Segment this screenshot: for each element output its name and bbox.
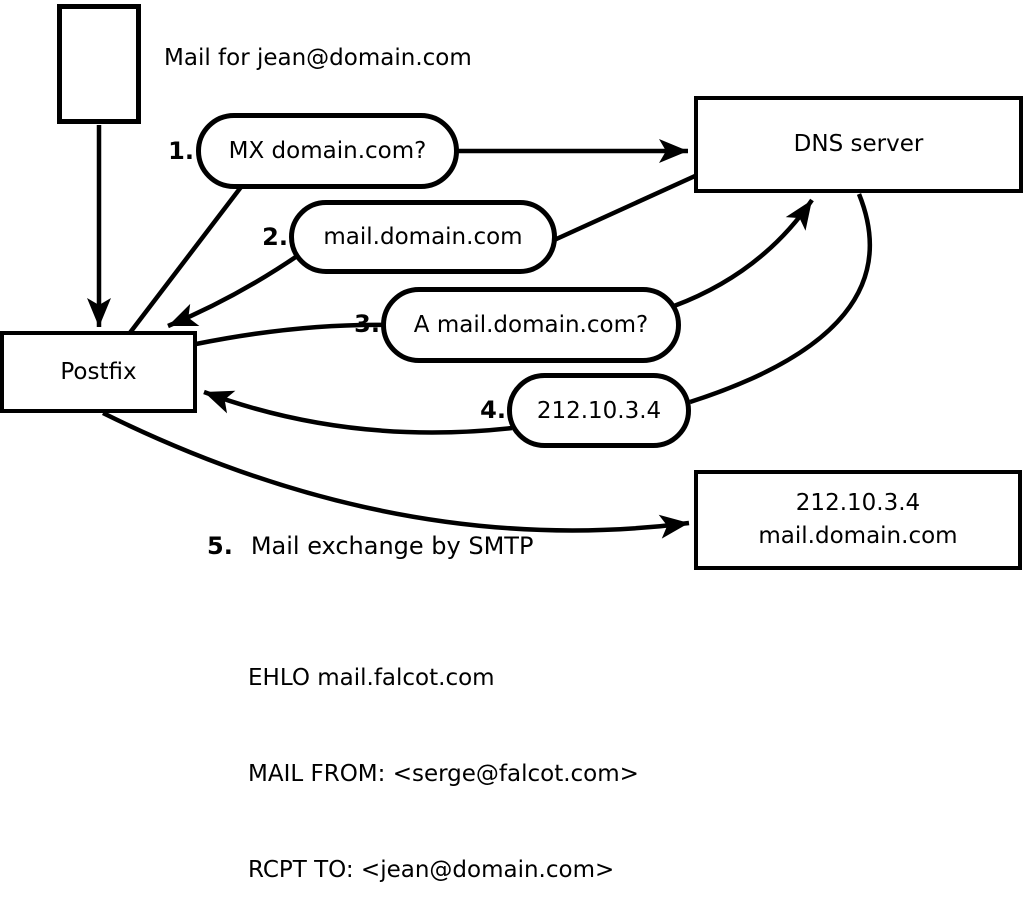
step-4-number: 4.	[480, 396, 506, 424]
query-pill-a-record: A mail.domain.com?	[381, 287, 681, 363]
step-5-caption: 5. Mail exchange by SMTP	[207, 532, 533, 560]
mail-server-node: 212.10.3.4 mail.domain.com	[694, 470, 1022, 570]
mail-envelope-node	[57, 4, 141, 124]
line-dns-to-pill2	[551, 173, 696, 244]
dns-server-node: DNS server	[694, 96, 1023, 193]
step-1-number: 1.	[168, 137, 194, 165]
smtp-line: EHLO mail.falcot.com	[248, 665, 495, 691]
line-postfix-to-pill3	[195, 322, 393, 347]
line-dns-to-pill4	[689, 193, 873, 405]
query-pill-mx: MX domain.com?	[196, 113, 459, 189]
arrow-pill2-to-postfix	[167, 250, 305, 329]
step-2-number: 2.	[262, 223, 288, 251]
diagram-title: Mail for jean@domain.com	[164, 45, 472, 71]
smtp-session-transcript: EHLO mail.falcot.com MAIL FROM: <serge@f…	[248, 598, 639, 919]
mail-server-ip: 212.10.3.4	[795, 490, 921, 516]
postfix-node-label: Postfix	[60, 358, 137, 385]
line-postfix-to-pill1	[127, 168, 256, 336]
mail-server-hostname: mail.domain.com	[758, 523, 958, 549]
mail-server-node-label: 212.10.3.4 mail.domain.com	[758, 487, 957, 553]
response-pill-ip-label: 212.10.3.4	[536, 397, 662, 424]
arrow-pill3-to-dns	[673, 198, 814, 309]
query-pill-a-record-label: A mail.domain.com?	[413, 312, 649, 338]
postfix-node: Postfix	[0, 331, 197, 413]
smtp-line: RCPT TO: <jean@domain.com>	[248, 857, 615, 883]
arrow-postfix-to-mailserver	[102, 410, 690, 539]
step-3-number: 3.	[354, 310, 380, 338]
smtp-line: MAIL FROM: <serge@falcot.com>	[248, 761, 639, 787]
dns-server-node-label: DNS server	[793, 131, 924, 157]
response-pill-mailhost-label: mail.domain.com	[323, 224, 523, 250]
step-5-label: Mail exchange by SMTP	[250, 532, 534, 560]
response-pill-mailhost: mail.domain.com	[289, 200, 557, 274]
step-5-number: 5.	[207, 532, 233, 560]
query-pill-mx-label: MX domain.com?	[228, 138, 427, 164]
arrow-pill4-to-postfix	[203, 389, 513, 435]
response-pill-ip: 212.10.3.4	[507, 373, 691, 448]
